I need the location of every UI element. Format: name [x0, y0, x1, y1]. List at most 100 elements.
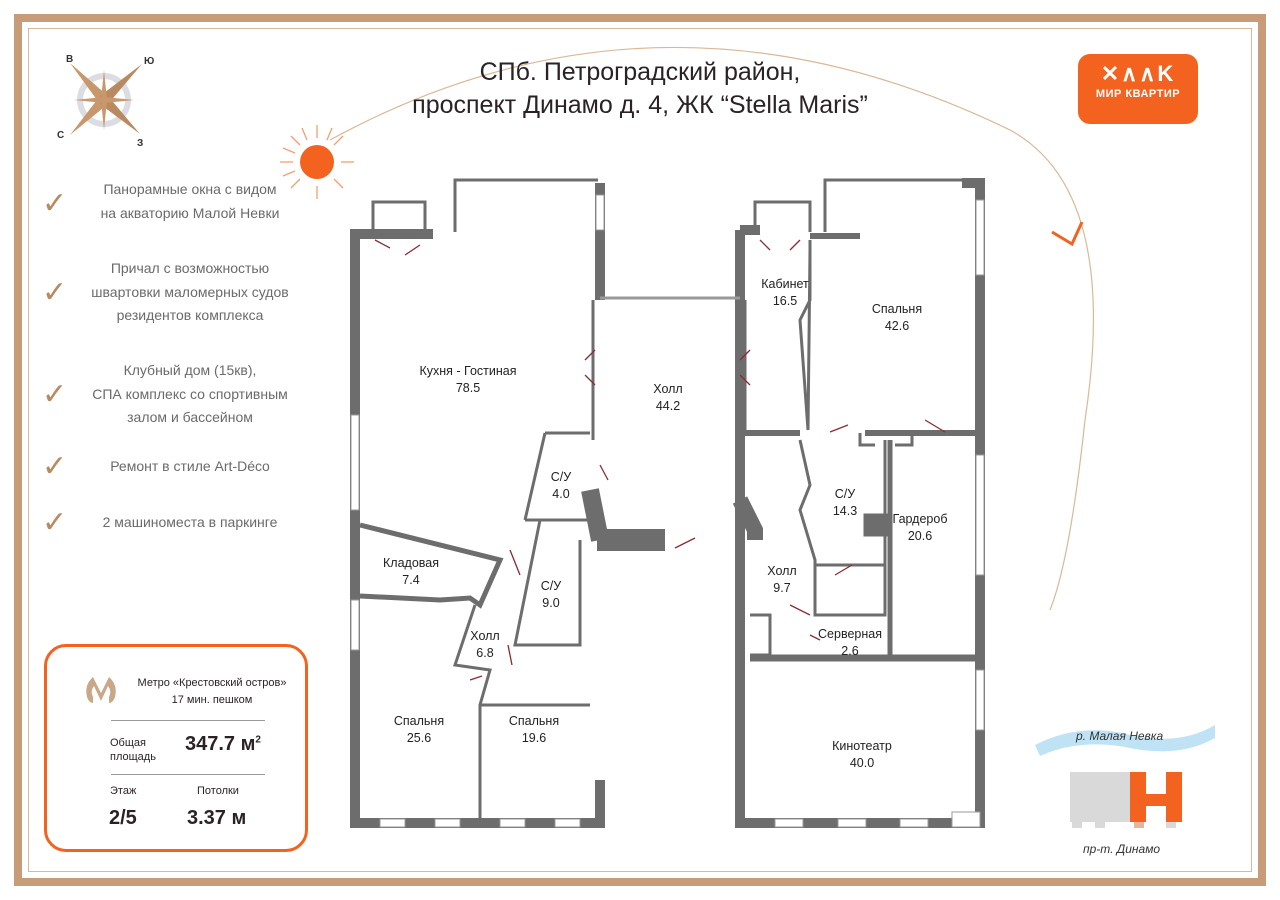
room-name: Серверная [818, 627, 882, 641]
floor-value: 2/5 [109, 807, 137, 829]
logo-name: МИР КВАРТИР [1095, 88, 1181, 100]
room-label-cinema: Кинотеатр 40.0 [832, 738, 892, 772]
river-label: р. Малая Невка [1076, 729, 1164, 743]
room-area: 42.6 [884, 319, 910, 333]
room-label-hall: Холл 9.7 [767, 563, 796, 597]
area-label-2: площадь [110, 751, 156, 763]
sun-icon [280, 125, 354, 199]
compass-label-west: С [57, 130, 65, 141]
room-name: С/У [540, 579, 562, 593]
feature-text: резидентов комплекса [116, 307, 264, 323]
compass-label-north: В [66, 54, 74, 65]
room-name: Спальня [393, 714, 445, 728]
room-area: 25.6 [406, 731, 432, 745]
divider [111, 720, 265, 721]
room-name: Кладовая [383, 556, 439, 570]
feature-item: ✓ Ремонт в стиле Art-Déco [40, 450, 310, 483]
river-wave [1035, 725, 1215, 756]
page-title: СПб. Петроградский район, проспект Динам… [330, 56, 950, 122]
room-area: 78.5 [455, 381, 481, 395]
room-area: 2.6 [841, 644, 859, 658]
room-area: 14.3 [832, 504, 858, 518]
compass-rose-icon [70, 63, 142, 135]
room-name: Кабинет [761, 277, 809, 291]
room-area: 40.0 [849, 756, 875, 770]
room-area: 6.8 [476, 646, 494, 660]
title-line-1: СПб. Петроградский район, [479, 58, 801, 86]
company-logo: ✕∧∧K МИР КВАРТИР [1078, 54, 1198, 124]
ceiling-value: 3.37 м [187, 807, 247, 829]
title-line-2: проспект Динамо д. 4, ЖК “Stella Maris” [412, 91, 868, 119]
ceiling-label: Потолки [197, 785, 239, 797]
room-area: 4.0 [552, 487, 570, 501]
compass-label-south: З [137, 138, 144, 149]
compass-label-east: Ю [144, 56, 155, 67]
room-label-bedroom: Спальня 25.6 [394, 713, 444, 747]
check-icon: ✓ [42, 506, 68, 539]
feature-text: на акваторию Малой Невки [100, 204, 280, 221]
feature-text: Клубный дом (15кв), [123, 362, 257, 378]
room-name: Холл [653, 382, 683, 396]
floor-label: Этаж [110, 785, 137, 797]
check-icon: ✓ [42, 450, 68, 483]
feature-text: Панорамные окна с видом [103, 181, 277, 197]
feature-item: ✓ Панорамные окна с видом на акваторию Ма… [40, 178, 310, 225]
room-area: 9.7 [773, 581, 791, 595]
feature-text: залом и бассейном [127, 409, 253, 425]
metro-station: Метро «Крестовский остров» [137, 677, 287, 689]
room-area: 19.6 [521, 731, 547, 745]
feature-item: ✓ Клубный дом (15кв), СПА комплекс со спо… [40, 359, 310, 430]
room-area: 44.2 [655, 399, 681, 413]
room-label-bathroom: С/У 9.0 [541, 578, 561, 612]
room-area: 9.0 [542, 596, 560, 610]
total-area-value: 347.7 м [185, 733, 256, 755]
room-label-bathroom: С/У 14.3 [833, 486, 857, 520]
check-icon: ✓ [42, 378, 68, 411]
metro-walk-time: 17 мин. пешком [171, 694, 253, 706]
room-label-bathroom: С/У 4.0 [551, 469, 571, 503]
room-label-wardrobe: Гардероб 20.6 [893, 511, 948, 545]
room-name: Спальня [871, 302, 923, 316]
metro-icon [86, 677, 116, 703]
arrow-icon [1051, 221, 1084, 247]
feature-text: 2 машиноместа в паркинге [102, 514, 278, 530]
feature-text: СПА комплекс со спортивным [92, 385, 288, 402]
logo-mark-icon: ✕∧∧K [1100, 61, 1176, 86]
room-name: Гардероб [892, 512, 948, 526]
total-area: 347.7 м2 [185, 733, 261, 756]
divider [111, 774, 265, 775]
street-label: пр-т. Динамо [1083, 842, 1161, 856]
room-label-kitchen-living: Кухня - Гостиная 78.5 [419, 363, 516, 397]
room-name: С/У [550, 470, 572, 484]
room-area: 20.6 [907, 529, 933, 543]
feature-item: ✓ 2 машиноместа в паркинге [40, 506, 310, 539]
inner-frame [28, 28, 1252, 872]
room-label-bedroom: Спальня 19.6 [509, 713, 559, 747]
area-label: Общая [110, 737, 146, 749]
room-label-bedroom: Спальня 42.6 [872, 301, 922, 335]
feature-text: Ремонт в стиле Art-Déco [110, 458, 270, 474]
building-location-map [1070, 772, 1182, 828]
check-icon: ✓ [42, 187, 68, 220]
room-name: Спальня [508, 714, 560, 728]
feature-text: швартовки маломерных судов [91, 283, 289, 300]
room-label-office: Кабинет 16.5 [761, 276, 809, 310]
room-label-server-room: Серверная 2.6 [818, 626, 882, 660]
room-name: Холл [767, 564, 797, 578]
sun-path-arc [329, 46, 1094, 611]
room-area: 16.5 [772, 294, 798, 308]
check-icon: ✓ [42, 276, 68, 309]
area-unit-sup: 2 [255, 734, 261, 746]
room-name: Холл [470, 629, 500, 643]
room-name: С/У [834, 487, 856, 501]
room-name: Кухня - Гостиная [419, 364, 517, 378]
room-label-hall: Холл 44.2 [653, 381, 682, 415]
info-card: Метро «Крестовский остров» 17 мин. пешко… [44, 644, 308, 852]
room-name: Кинотеатр [832, 739, 892, 753]
outer-frame [14, 14, 1266, 886]
room-label-hall: Холл 6.8 [470, 628, 499, 662]
